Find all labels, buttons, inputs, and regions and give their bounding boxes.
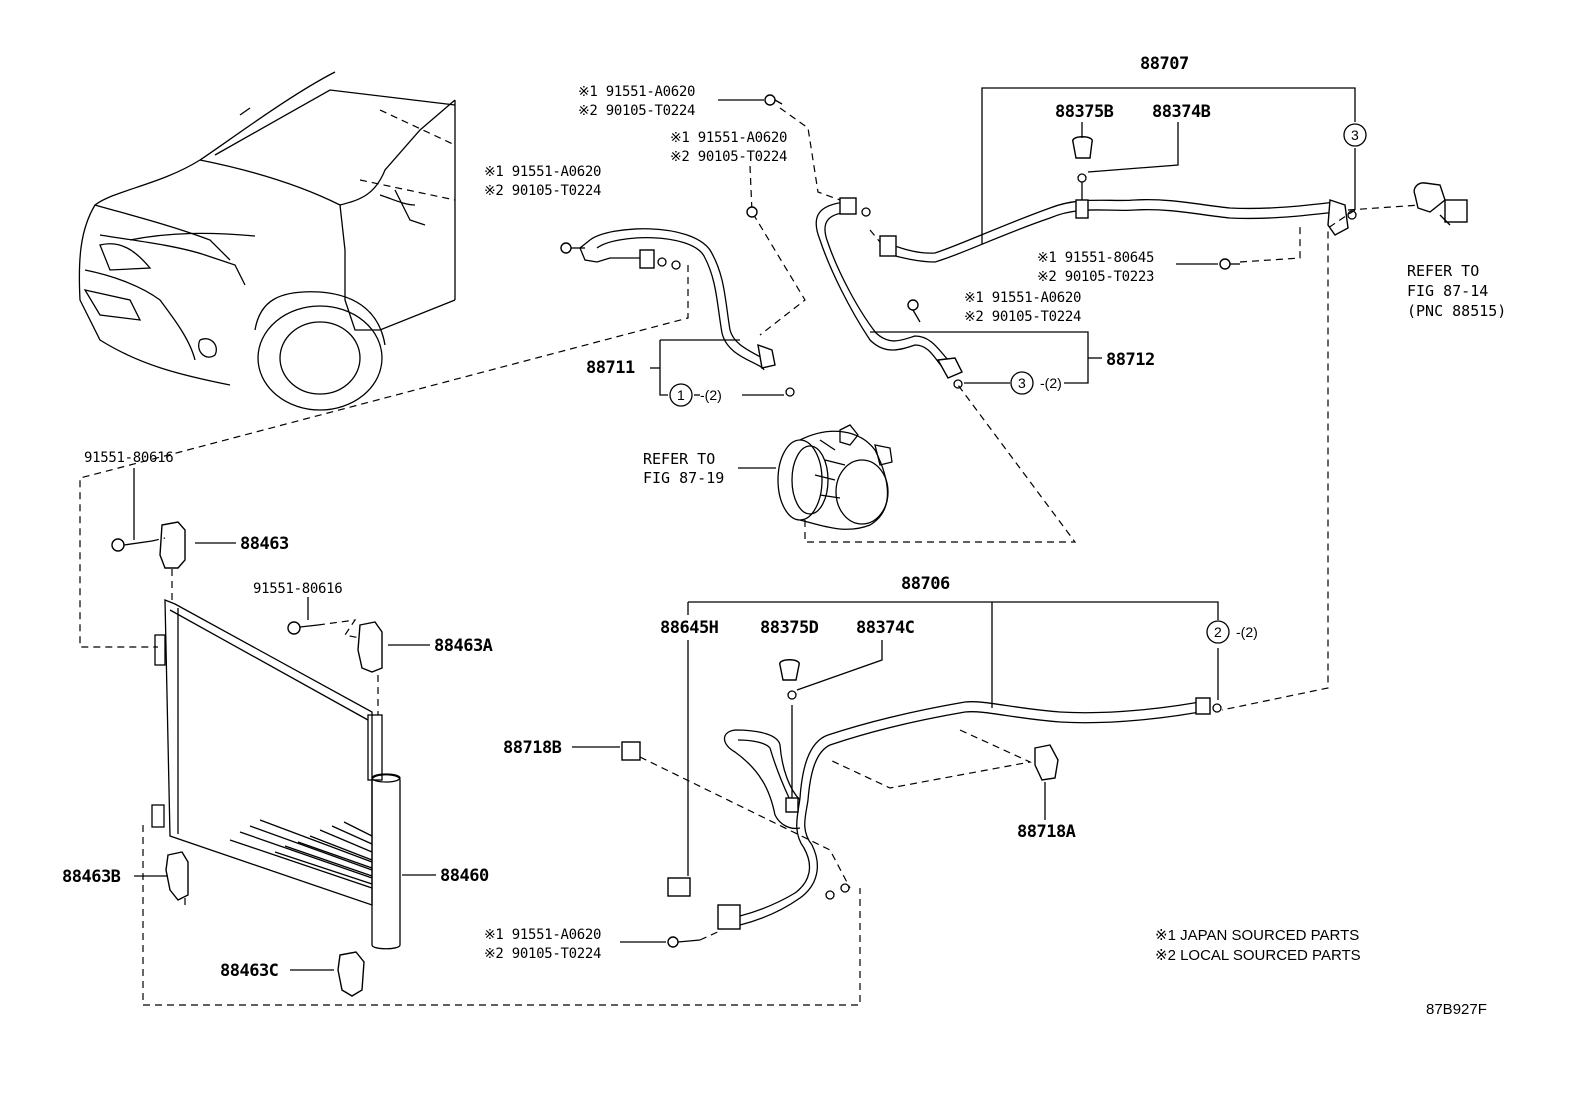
part-label-88463A[interactable]: 88463A — [434, 636, 493, 656]
callout-3a-qty: -(2) — [1040, 375, 1062, 391]
compressor-drawing — [777, 424, 893, 530]
part-label-91551-80616-b[interactable]: 91551-80616 — [253, 581, 343, 597]
condenser-drawing — [151, 599, 401, 950]
refer-fig-87-19-line1[interactable]: REFER TO — [643, 450, 716, 468]
alt-part-a1[interactable]: ※1 91551-A0620 — [578, 84, 696, 100]
callout-1-qty: -(2) — [700, 387, 722, 403]
refer-fig-87-14-line1[interactable]: REFER TO — [1407, 262, 1480, 280]
alt-part-c2[interactable]: ※2 90105-T0224 — [484, 183, 602, 199]
part-label-88707[interactable]: 88707 — [1140, 54, 1189, 74]
part-label-88463[interactable]: 88463 — [240, 534, 289, 554]
part-label-88375D[interactable]: 88375D — [760, 618, 819, 638]
legend-japan-sourced: ※1 JAPAN SOURCED PARTS — [1155, 927, 1360, 944]
part-label-88711[interactable]: 88711 — [586, 358, 635, 378]
callout-circle-2 — [1206, 620, 1230, 644]
part-label-88463B[interactable]: 88463B — [62, 867, 121, 887]
callout-circle-1 — [669, 383, 693, 407]
refer-fig-87-14-line3[interactable]: (PNC 88515) — [1407, 302, 1507, 320]
callout-1-number: 1 — [677, 387, 685, 403]
callout-3a-number: 3 — [1018, 375, 1026, 391]
alt-part-f1[interactable]: ※1 91551-A0620 — [484, 927, 602, 943]
callout-circle-3a — [1010, 371, 1034, 395]
alt-part-d1[interactable]: ※1 91551-80645 — [1037, 250, 1155, 266]
vehicle-illustration — [78, 71, 456, 411]
bracket-drawings — [111, 521, 383, 997]
legend-local-sourced: ※2 LOCAL SOURCED PARTS — [1155, 947, 1361, 964]
alt-part-a2[interactable]: ※2 90105-T0224 — [578, 103, 696, 119]
fitting-87-14-drawing — [1413, 182, 1468, 226]
alt-part-e1[interactable]: ※1 91551-A0620 — [964, 290, 1082, 306]
part-label-88460[interactable]: 88460 — [440, 866, 489, 886]
diagram-code: 87B927F — [1426, 1001, 1487, 1018]
alt-part-d2[interactable]: ※2 90105-T0223 — [1037, 269, 1155, 285]
pipe-88707-drawing — [879, 136, 1357, 270]
callout-2-qty: -(2) — [1236, 624, 1258, 640]
part-label-88463C[interactable]: 88463C — [220, 961, 279, 981]
refer-fig-87-19-line2[interactable]: FIG 87-19 — [643, 469, 725, 487]
part-label-88706[interactable]: 88706 — [901, 574, 950, 594]
alt-part-f2[interactable]: ※2 90105-T0224 — [484, 946, 602, 962]
part-label-88374B[interactable]: 88374B — [1152, 102, 1211, 122]
alt-part-e2[interactable]: ※2 90105-T0224 — [964, 309, 1082, 325]
part-label-88718B[interactable]: 88718B — [503, 738, 562, 758]
alt-part-b2[interactable]: ※2 90105-T0224 — [670, 149, 788, 165]
callout-3b-number: 3 — [1351, 127, 1359, 143]
alt-part-b1[interactable]: ※1 91551-A0620 — [670, 130, 788, 146]
part-label-88374C[interactable]: 88374C — [856, 618, 915, 638]
part-label-88645H[interactable]: 88645H — [660, 618, 719, 638]
callout-2-number: 2 — [1214, 624, 1222, 640]
hose-88712-drawing — [815, 197, 963, 389]
refer-fig-87-14-line2[interactable]: FIG 87-14 — [1407, 282, 1489, 300]
part-label-91551-80616-a[interactable]: 91551-80616 — [84, 450, 174, 466]
part-label-88375B[interactable]: 88375B — [1055, 102, 1114, 122]
callout-circle-3b — [1343, 123, 1367, 147]
part-label-88712[interactable]: 88712 — [1106, 350, 1155, 370]
hose-88711-drawing — [560, 228, 795, 397]
alt-part-c1[interactable]: ※1 91551-A0620 — [484, 164, 602, 180]
part-label-88718A[interactable]: 88718A — [1017, 822, 1076, 842]
pipe-88706-drawing — [621, 659, 1222, 948]
